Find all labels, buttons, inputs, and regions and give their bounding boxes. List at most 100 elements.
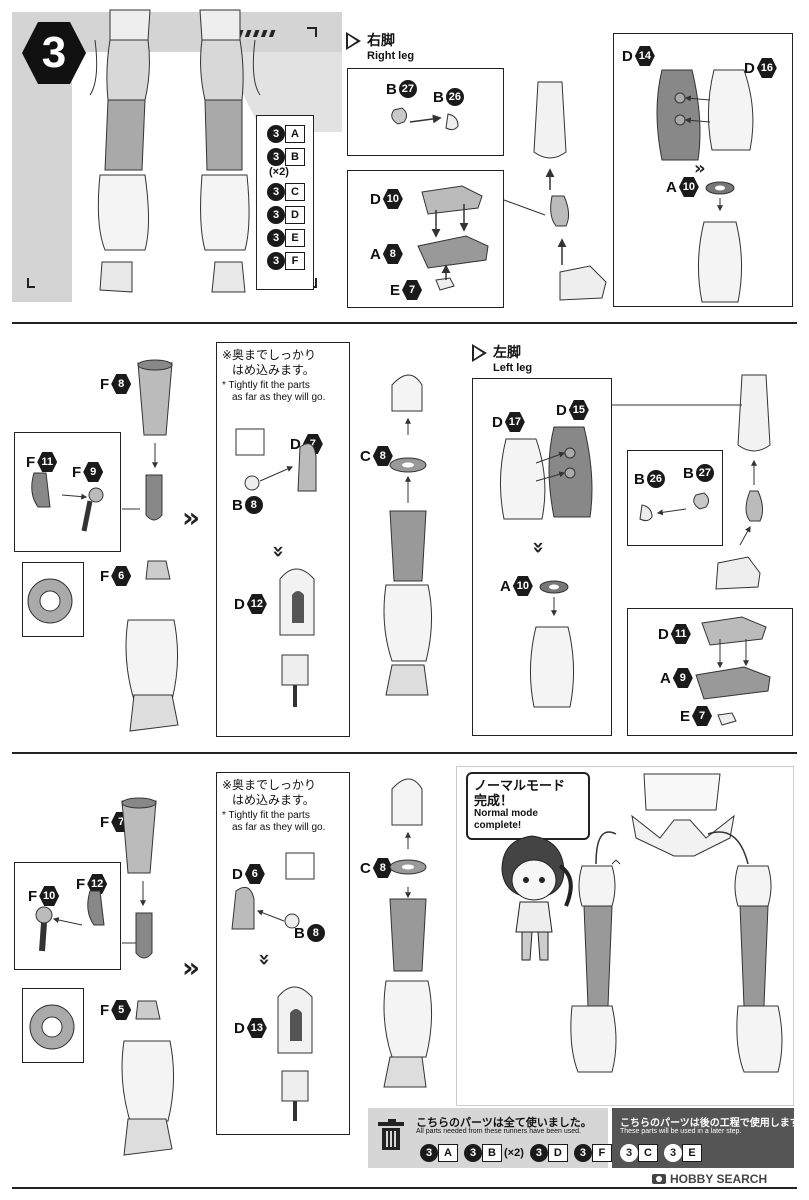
part-num: 16 <box>756 58 777 78</box>
section-divider-1 <box>12 322 797 324</box>
watermark-text: HOBBY SEARCH <box>670 1172 768 1186</box>
left-leg-title: 左脚 Left leg <box>472 342 532 374</box>
part-num: 26 <box>445 88 464 106</box>
speech-jp-1: ノーマルモード <box>474 778 566 793</box>
part-letter: D <box>234 595 245 613</box>
part-letter: A <box>500 577 511 595</box>
part-letter: B <box>634 470 645 488</box>
part-num: 27 <box>695 464 714 482</box>
part-letter: B <box>294 924 305 942</box>
part-num: 8 <box>111 374 132 394</box>
part-num: 9 <box>672 668 693 688</box>
part-num: 8 <box>372 858 393 878</box>
left-leg-drawings: » <box>499 374 771 726</box>
note-en-1: * Tightly fit the parts <box>222 810 310 821</box>
speech-en-2: complete! <box>474 820 522 831</box>
svg-text:»: » <box>182 501 200 534</box>
part-letter: F <box>76 875 86 893</box>
part-num: 8 <box>382 244 403 264</box>
runner-letter: F <box>591 1144 612 1162</box>
part-letter: D <box>290 435 301 453</box>
note-jp-1: ※奥までしっかり <box>222 778 317 792</box>
right-leg-drawings: » <box>391 69 754 303</box>
runner-letter: E <box>285 229 305 247</box>
part-letter: D <box>556 401 567 419</box>
part-letter: A <box>370 245 381 263</box>
right-leg-joint-box <box>347 68 504 156</box>
trash-icon <box>378 1119 404 1150</box>
camera-icon <box>652 1174 666 1184</box>
part-letter: A <box>666 178 677 196</box>
speech-jp-2: 完成！ <box>474 793 514 808</box>
svg-text:»: » <box>253 953 277 966</box>
runner-step-num: 3 <box>664 1144 682 1162</box>
part-letter: B <box>232 496 243 514</box>
runner-letter: B <box>285 148 305 166</box>
part-letter: D <box>744 59 755 77</box>
part-letter: C <box>360 859 371 877</box>
part-letter: E <box>680 707 691 725</box>
note-en-2: as far as they will go. <box>232 822 326 833</box>
runner-letter: D <box>285 206 305 224</box>
section-divider-3 <box>12 1187 797 1189</box>
part-num: 9 <box>83 462 104 482</box>
used-en: All parts needed from these runners have… <box>416 1128 581 1135</box>
part-num: 10 <box>678 177 699 197</box>
note-en-1: * Tightly fit the parts <box>222 380 310 391</box>
runner-letter: B <box>482 1144 502 1162</box>
footer-later-panel: こちらのパーツは後の工程で使用します。 These parts will be … <box>612 1108 809 1168</box>
used-jp: こちらのパーツは全て使いました。 <box>416 1117 592 1129</box>
runner-step-num: 3 <box>267 125 285 143</box>
part-num: 11 <box>37 452 58 472</box>
part-num: 8 <box>372 446 393 466</box>
svg-text:»: » <box>527 541 551 554</box>
note-en-2: as far as they will go. <box>232 392 326 403</box>
part-num: 26 <box>646 470 665 488</box>
part-num: 6 <box>111 566 132 586</box>
right-leg-title-en: Right leg <box>367 50 415 62</box>
part-letter: D <box>370 190 381 208</box>
part-num: 7 <box>402 280 423 300</box>
bottom-drawings: » » <box>29 778 433 1156</box>
part-num: 14 <box>634 46 655 66</box>
part-letter: F <box>100 567 110 585</box>
part-letter: D <box>658 625 669 643</box>
part-num: 10 <box>512 576 533 596</box>
part-letter: F <box>100 375 110 393</box>
runner-suffix: (×2) <box>504 1147 524 1159</box>
part-num: 10 <box>382 189 403 209</box>
runner-suffix: (×2) <box>269 166 289 178</box>
svg-text:»: » <box>267 545 291 558</box>
section-divider-2 <box>12 752 797 754</box>
legs-illustration-top <box>89 9 261 293</box>
part-num: 15 <box>568 400 589 420</box>
runner-step-num: 3 <box>267 229 285 247</box>
